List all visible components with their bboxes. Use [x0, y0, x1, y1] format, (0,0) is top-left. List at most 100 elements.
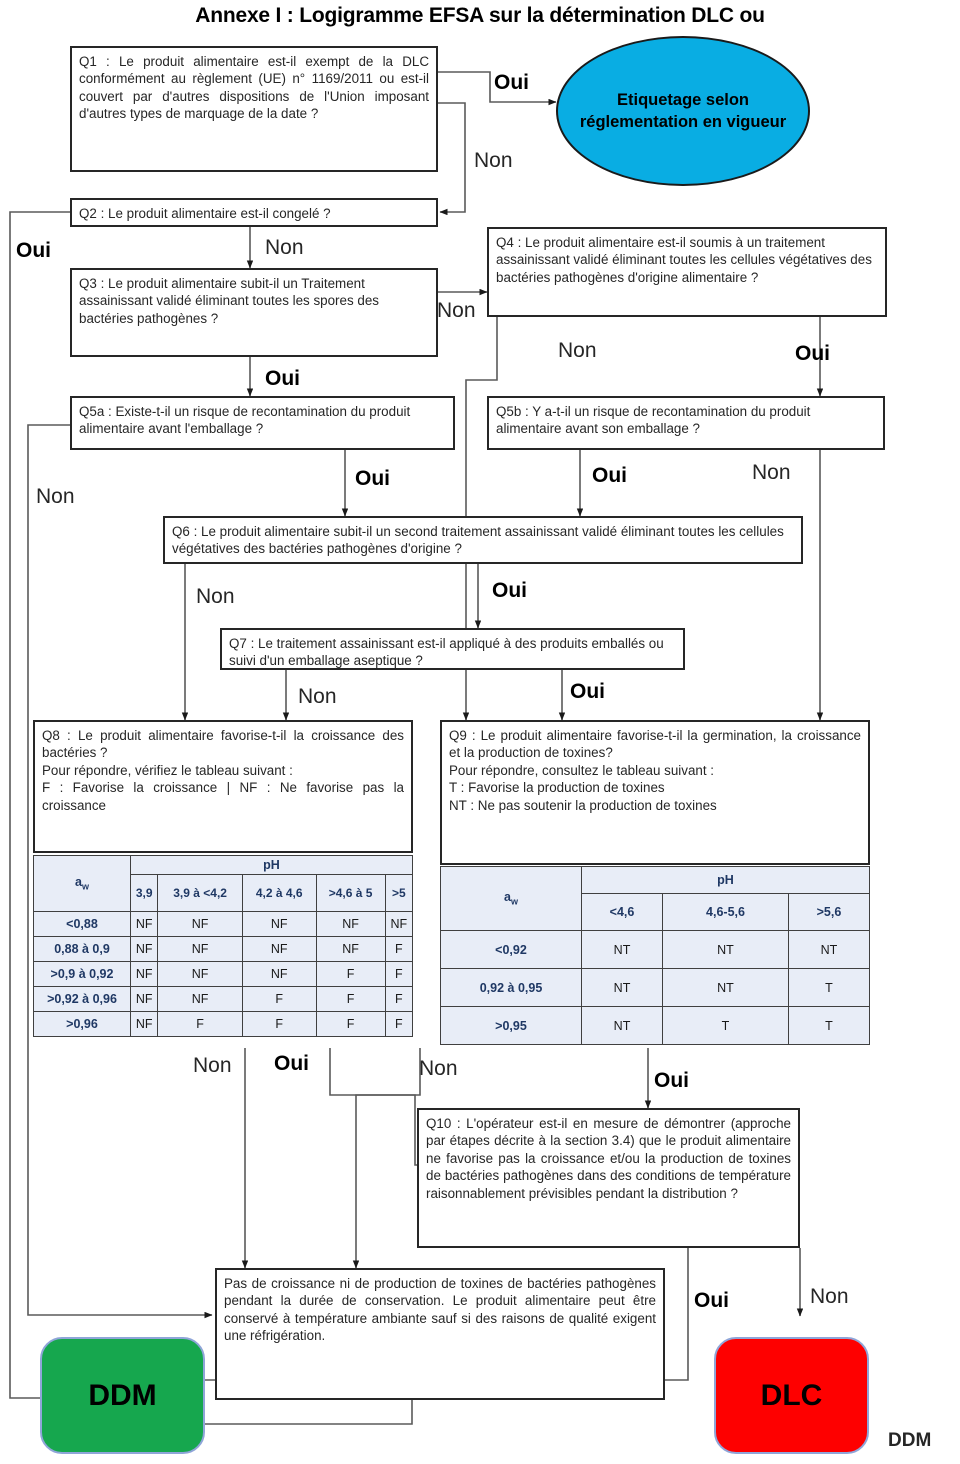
table-corner-aw: aw	[440, 866, 582, 931]
node-q5a: Q5a : Existe-t-il un risque de recontami…	[70, 396, 455, 450]
table-row-grouphdr: aw pH	[440, 866, 870, 931]
table-col-header: >4,6 à 5	[315, 874, 386, 912]
node-ddm: DDM	[40, 1337, 205, 1454]
label-q5a-oui: Oui	[355, 467, 390, 490]
table-cell: F	[384, 986, 414, 1012]
node-q9: Q9 : Le produit alimentaire favorise-t-i…	[440, 720, 870, 865]
table-group-header: pH	[581, 866, 870, 894]
edge-q5a-non	[27, 424, 213, 1319]
table-cell: NF	[241, 936, 317, 962]
table-cell: NF	[129, 936, 159, 962]
table-row-label: <0,88	[33, 911, 131, 937]
table-cell: F	[241, 986, 317, 1012]
table-cell: F	[315, 961, 386, 987]
table-cell: T	[787, 968, 871, 1007]
table-cell: NF	[157, 936, 243, 962]
edge-q2-oui	[9, 211, 70, 1402]
table-cell: NT	[662, 968, 789, 1007]
table-cell: F	[384, 936, 414, 962]
page-title: Annexe I : Logigramme EFSA sur la déterm…	[195, 4, 765, 27]
table-cell: T	[662, 1006, 789, 1045]
table-row-label: 0,88 à 0,9	[33, 936, 131, 962]
label-q10-oui: Oui	[694, 1289, 729, 1312]
table-cell: NF	[129, 986, 159, 1012]
edge-q4-non	[462, 317, 498, 721]
node-q7: Q7 : Le traitement assainissant est-il a…	[220, 628, 685, 670]
table-cell: F	[384, 961, 414, 987]
table-col-header: 4,6-5,6	[662, 893, 789, 931]
table-row-label: >0,95	[440, 1006, 582, 1045]
label-q4-oui: Oui	[795, 342, 830, 365]
edge-q1-non	[438, 102, 466, 216]
table-cell: NF	[129, 961, 159, 987]
table-col-header: <4,6	[580, 893, 664, 931]
label-q2-oui: Oui	[16, 239, 51, 262]
node-q1: Q1 : Le produit alimentaire est-il exemp…	[70, 46, 438, 172]
label-q7-oui: Oui	[570, 680, 605, 703]
label-q3-non: Non	[437, 299, 476, 322]
table-row-label: 0,92 à 0,95	[440, 968, 582, 1007]
label-q3-oui: Oui	[265, 367, 300, 390]
table-cell: NF	[315, 911, 386, 937]
label-q7-non: Non	[298, 685, 337, 708]
corner-ddm-label: DDM	[888, 1430, 932, 1451]
table-col-header: 3,9	[129, 874, 159, 912]
label-q6-non: Non	[196, 585, 235, 608]
node-q8: Q8 : Le produit alimentaire favorise-t-i…	[33, 720, 413, 853]
node-q10: Q10 : L'opérateur est-il en mesure de dé…	[417, 1108, 800, 1248]
edge-q1-oui	[438, 71, 557, 106]
table-cell: F	[315, 1011, 386, 1037]
table-cell: NF	[315, 936, 386, 962]
label-q1-non: Non	[474, 149, 513, 172]
table-cell: NF	[157, 961, 243, 987]
table-row-label: >0,96	[33, 1011, 131, 1037]
label-q5b-oui: Oui	[592, 464, 627, 487]
table-cell: NF	[129, 1011, 159, 1037]
table-cell: NT	[580, 930, 664, 969]
table-corner-aw: aw	[33, 855, 131, 912]
label-q1-oui: Oui	[494, 71, 529, 94]
node-q3: Q3 : Le produit alimentaire subit-il un …	[70, 268, 438, 357]
label-q8-non: Non	[193, 1054, 232, 1077]
table-cell: NF	[129, 911, 159, 937]
table-row-label: >0,92 à 0,96	[33, 986, 131, 1012]
table-cell: NT	[580, 968, 664, 1007]
table-row-grouphdr: aw pH	[33, 855, 413, 912]
table-group-header: pH	[130, 855, 413, 875]
node-conclusion: Pas de croissance ni de production de to…	[215, 1268, 665, 1400]
table-row-label: >0,9 à 0,92	[33, 961, 131, 987]
label-q2-non: Non	[265, 236, 304, 259]
table-cell: F	[157, 1011, 243, 1037]
table-cell: NF	[241, 961, 317, 987]
edge-q9-non	[352, 1048, 421, 1269]
label-q5b-non: Non	[752, 461, 791, 484]
table-cell: F	[241, 1011, 317, 1037]
node-q2: Q2 : Le produit alimentaire est-il conge…	[70, 198, 438, 227]
table-cell: NF	[384, 911, 414, 937]
table-cell: NT	[580, 1006, 664, 1045]
table-cell: F	[384, 1011, 414, 1037]
label-q8-oui: Oui	[274, 1052, 309, 1075]
node-q5b: Q5b : Y a-t-il un risque de recontaminat…	[487, 396, 885, 450]
table-row-label: <0,92	[440, 930, 582, 969]
label-q4-non: Non	[558, 339, 597, 362]
table-cell: NF	[157, 911, 243, 937]
node-dlc: DLC	[714, 1337, 869, 1454]
table-col-header: >5,6	[787, 893, 871, 931]
label-q9-oui: Oui	[654, 1069, 689, 1092]
table-col-header: 3,9 à <4,2	[157, 874, 243, 912]
label-q5a-non: Non	[36, 485, 75, 508]
label-q9-non: Non	[419, 1057, 458, 1080]
